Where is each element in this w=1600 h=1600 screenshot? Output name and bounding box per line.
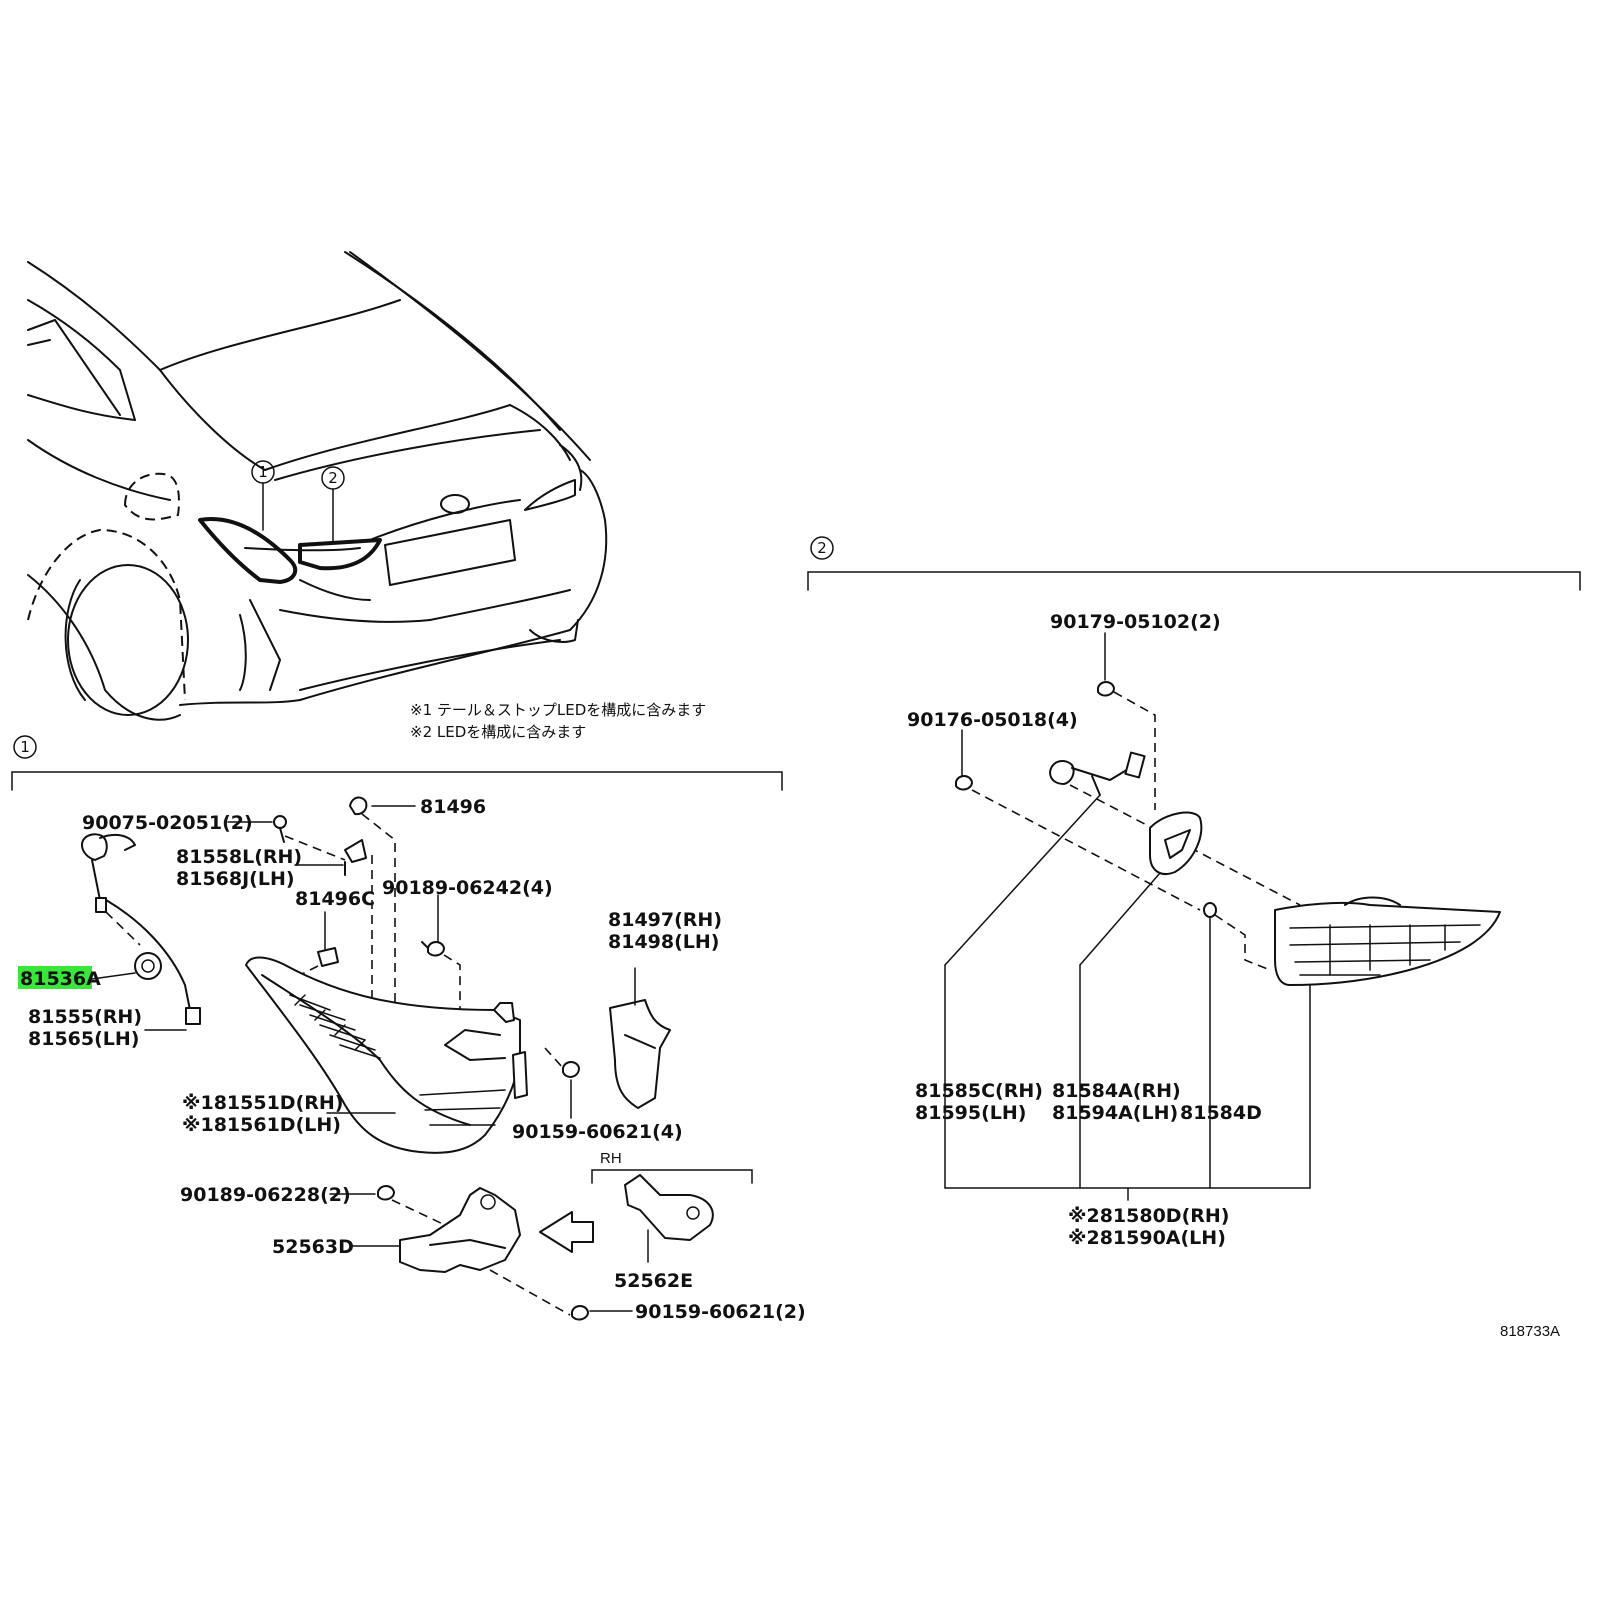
- rh-bracket: [591, 1169, 753, 1184]
- group-2-bracket: [807, 571, 1581, 591]
- label-81594a: 81594A(LH): [1052, 1102, 1178, 1124]
- label-81584d: 81584D: [1180, 1102, 1262, 1124]
- label-81498: 81498(LH): [608, 931, 719, 953]
- figure-code: 818733A: [1500, 1323, 1560, 1340]
- label-52562e: 52562E: [614, 1270, 693, 1292]
- label-81585c: 81585C(RH): [915, 1080, 1043, 1102]
- car-rear-illustration: 1 2: [27, 251, 608, 721]
- label-81497: 81497(RH): [608, 909, 722, 931]
- note-1: ※1 テール＆ストップLEDを構成に含みます: [410, 701, 706, 719]
- washer-81584d: [1203, 902, 1271, 1189]
- bracket-52562e: [624, 1174, 714, 1263]
- label-81561d: ※181561D(LH): [182, 1114, 341, 1136]
- note-2: ※2 LEDを構成に含みます: [410, 723, 586, 741]
- socket-harness-81555: [81, 833, 201, 1025]
- bracket-81558: [294, 839, 373, 1000]
- group-1-callout: 1: [20, 738, 30, 756]
- group-2-callout: 2: [817, 539, 827, 557]
- clip-81496c: [299, 911, 339, 976]
- label-90179: 90179-05102(2): [1050, 611, 1221, 633]
- group-1: 1 90075-02051(2): [11, 735, 806, 1323]
- label-90075: 90075-02051(2): [82, 812, 253, 834]
- label-81536a: 81536A: [20, 968, 101, 990]
- label-rh: RH: [600, 1150, 622, 1167]
- tail-lamp-81551d: [245, 956, 528, 1154]
- gasket-81584a: [1079, 811, 1203, 966]
- screw-90189-06228: [329, 1185, 446, 1226]
- label-90189-06242: 90189-06242(4): [382, 877, 553, 899]
- assembly-leader: [944, 1187, 1311, 1201]
- label-81584a: 81584A(RH): [1052, 1080, 1181, 1102]
- notes: ※1 テール＆ストップLEDを構成に含みます ※2 LEDを構成に含みます: [410, 701, 706, 741]
- label-81595: 81595(LH): [915, 1102, 1026, 1124]
- label-81580d: ※281580D(RH): [1068, 1205, 1229, 1227]
- callout-1-car: 1: [251, 460, 275, 531]
- label-81590a: ※281590A(LH): [1068, 1227, 1226, 1249]
- direction-arrow: [539, 1211, 594, 1253]
- pad-81497: [609, 967, 671, 1109]
- highlight-81536a: [18, 966, 92, 989]
- label-81496: 81496: [420, 796, 486, 818]
- label-52563d: 52563D: [272, 1236, 354, 1258]
- label-81565: 81565(LH): [28, 1028, 139, 1050]
- label-90159-2: 90159-60621(2): [635, 1301, 806, 1323]
- screw-90176: [955, 729, 1201, 911]
- bracket-52563d: [351, 1187, 571, 1316]
- nut-90159-2: [571, 1305, 633, 1321]
- label-81496c: 81496C: [295, 888, 375, 910]
- socket-harness-81585c: [944, 751, 1301, 966]
- label-81555: 81555(RH): [28, 1006, 142, 1028]
- label-90176: 90176-05018(4): [907, 709, 1078, 731]
- group-2: 2 90179-05102(2) 90176-05018(4): [807, 536, 1581, 1249]
- nut-90159-4: [544, 1047, 580, 1119]
- bulb-81536a: [134, 952, 162, 980]
- svg-text:2: 2: [328, 469, 338, 487]
- nut-90179: [1097, 632, 1156, 810]
- garnish-lamp-81580d: [1274, 896, 1501, 1189]
- label-90189-06228: 90189-06228(2): [180, 1184, 351, 1206]
- label-81558: 81558L(RH): [176, 846, 302, 868]
- clip-81496: [349, 796, 416, 1040]
- callout-2-car: 2: [321, 466, 345, 544]
- label-81551d: ※181551D(RH): [182, 1092, 343, 1114]
- label-81568: 81568J(LH): [176, 868, 295, 890]
- svg-text:1: 1: [258, 463, 268, 481]
- group-1-bracket: [11, 771, 783, 791]
- screw-90075: [227, 815, 346, 861]
- label-90159-4: 90159-60621(4): [512, 1121, 683, 1143]
